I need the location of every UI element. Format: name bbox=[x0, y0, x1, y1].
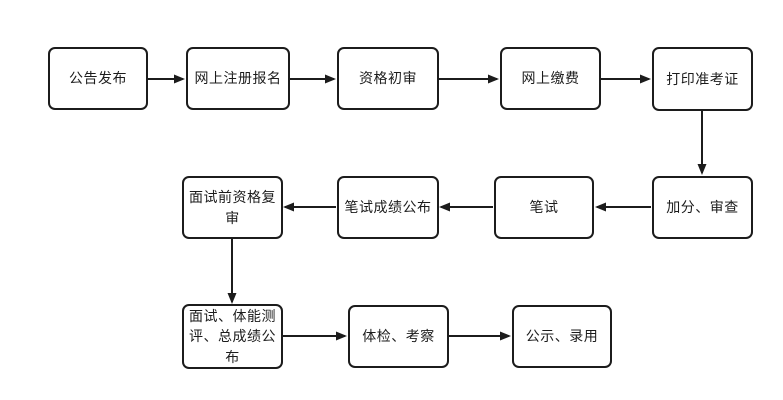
node-pre-interview-requalification: 面试前资格复 审 bbox=[182, 176, 283, 239]
node-publicity-employment: 公示、录用 bbox=[512, 305, 612, 368]
node-interview-fitness-total-score: 面试、体能测 评、总成绩公 布 bbox=[182, 304, 283, 369]
node-physical-exam-inspection: 体检、考察 bbox=[348, 305, 449, 368]
node-written-exam: 笔试 bbox=[494, 176, 594, 239]
node-written-exam-results: 笔试成绩公布 bbox=[337, 176, 439, 239]
node-announcement-release: 公告发布 bbox=[48, 47, 148, 110]
node-bonus-points-review: 加分、审查 bbox=[652, 176, 753, 239]
node-print-admission-ticket: 打印准考证 bbox=[652, 47, 753, 111]
node-qualification-initial-review: 资格初审 bbox=[337, 47, 439, 110]
node-online-registration: 网上注册报名 bbox=[186, 47, 290, 110]
node-online-payment: 网上缴费 bbox=[500, 47, 601, 110]
